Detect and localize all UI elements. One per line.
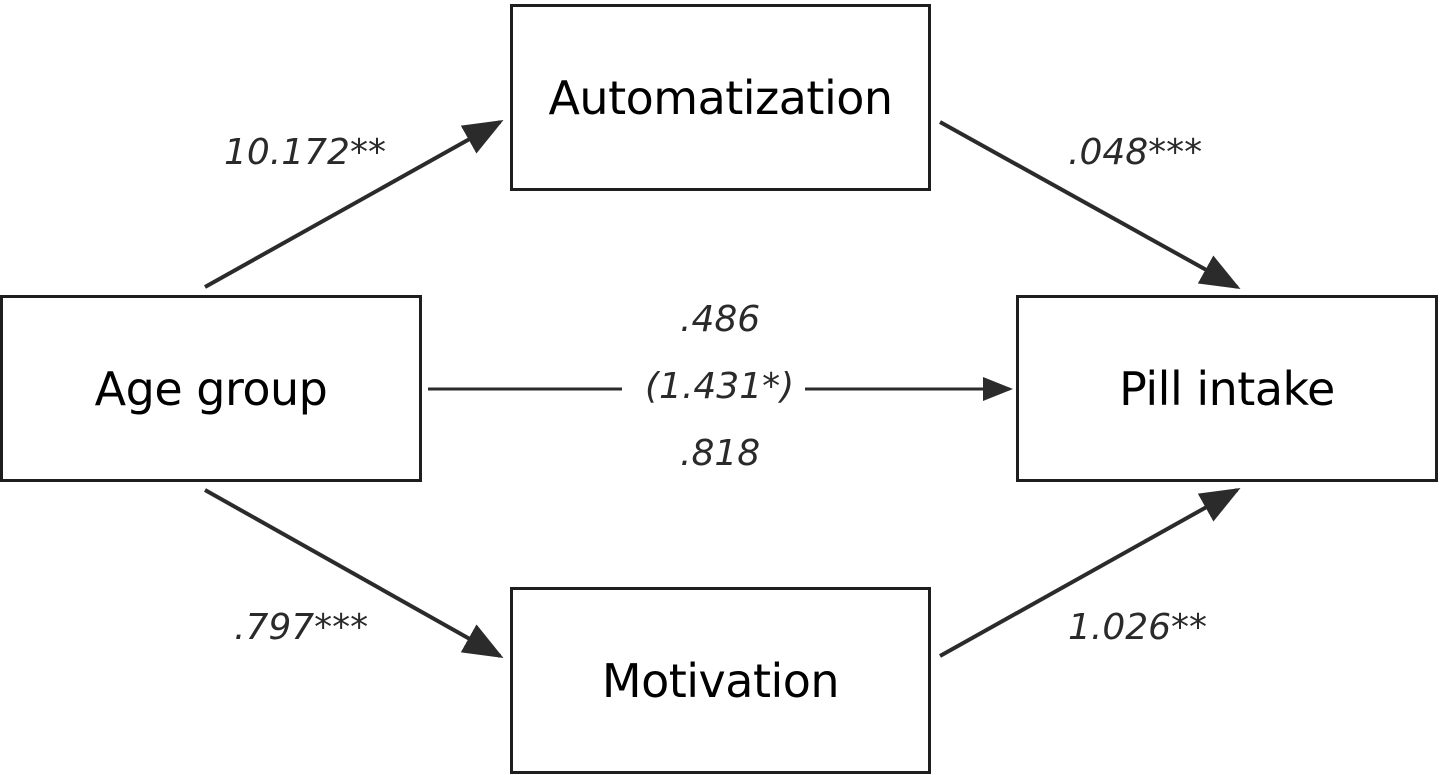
- automatization-label: Automatization: [548, 70, 893, 125]
- coef-direct-bottom: .818: [680, 433, 761, 474]
- arrow-age-to-motivation-line: [204, 488, 504, 658]
- pill-intake-box: Pill intake: [1016, 295, 1438, 482]
- age-group-box: Age group: [0, 295, 422, 482]
- coef-automatization-to-pill: .048***: [1068, 132, 1203, 173]
- arrow-age-to-automatization: [204, 120, 504, 289]
- automatization-box: Automatization: [510, 4, 931, 191]
- age-group-label: Age group: [94, 361, 328, 416]
- pill-intake-label: Pill intake: [1119, 361, 1335, 416]
- motivation-label: Motivation: [601, 653, 840, 708]
- coef-age-to-motivation: .797***: [234, 607, 369, 648]
- coef-direct-top: .486: [680, 299, 761, 340]
- coef-motivation-to-pill: 1.026**: [1068, 607, 1208, 648]
- coef-direct-total: (1.431*): [645, 366, 795, 407]
- arrow-motivation-to-pill: [939, 488, 1241, 658]
- coef-age-to-automatization: 10.172**: [224, 132, 386, 173]
- motivation-box: Motivation: [510, 587, 931, 774]
- arrow-automatization-to-pill: [939, 120, 1241, 289]
